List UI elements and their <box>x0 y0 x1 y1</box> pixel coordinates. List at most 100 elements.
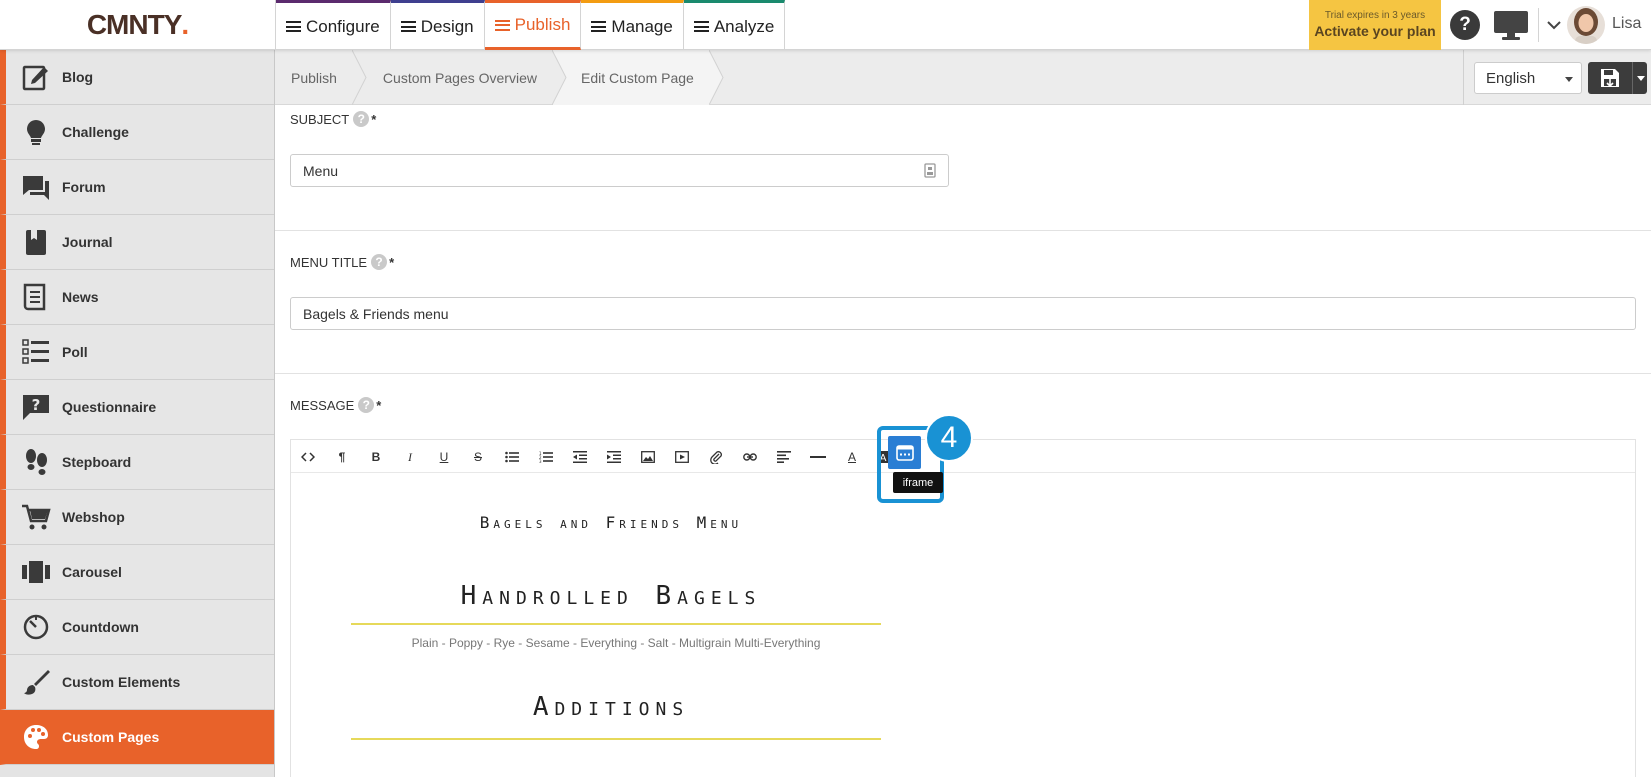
subject-input-value: Menu <box>303 163 339 179</box>
horizontal-rule-icon[interactable] <box>809 448 827 466</box>
logo-dot: . <box>181 9 189 40</box>
caret-down-icon <box>1565 77 1573 82</box>
menu-title-label: MENU TITLE ? * <box>290 254 394 270</box>
sidebar-item-label: Forum <box>62 179 106 195</box>
nav-tab-design[interactable]: Design <box>390 0 485 50</box>
language-select[interactable]: English <box>1474 62 1582 94</box>
sidebar-item-label: Webshop <box>62 509 125 525</box>
breadcrumb-separator <box>551 50 567 105</box>
paragraph-icon[interactable]: ¶ <box>338 450 346 464</box>
nav-tab-analyze[interactable]: Analyze <box>683 0 786 50</box>
sidebar-item-label: Challenge <box>62 124 129 140</box>
outdent-icon[interactable] <box>571 448 589 466</box>
code-view-icon[interactable] <box>299 448 317 466</box>
cart-icon <box>11 490 61 545</box>
video-icon[interactable] <box>673 448 691 466</box>
nav-tab-publish[interactable]: Publish <box>484 0 582 50</box>
breadcrumb-edit-custom-page[interactable]: Edit Custom Page <box>552 50 724 105</box>
breadcrumb-publish[interactable]: Publish <box>275 50 367 105</box>
monitor-icon[interactable] <box>1492 9 1530 41</box>
sidebar-item-label: Questionnaire <box>62 399 157 415</box>
blog-icon <box>11 50 61 105</box>
sidebar-item-label: News <box>62 289 99 305</box>
brush-icon <box>11 655 61 710</box>
required-mark: * <box>371 111 377 127</box>
menu-title-input[interactable]: Bagels & Friends menu <box>290 297 1636 330</box>
menu-title-label-text: MENU TITLE <box>290 254 368 270</box>
required-mark: * <box>389 254 395 270</box>
sidebar-item-label: Blog <box>62 69 94 85</box>
top-bar: CMNTY. Configure Design Publish Manage A… <box>0 0 1651 50</box>
sidebar-item-stepboard[interactable]: Stepboard <box>0 435 274 490</box>
font-color-icon[interactable]: A <box>847 450 856 464</box>
indent-icon[interactable] <box>605 448 623 466</box>
image-icon[interactable] <box>639 448 657 466</box>
menu-items-text: Plain - Poppy - Rye - Sesame - Everythin… <box>411 636 821 650</box>
sidebar-item-label: Poll <box>62 344 88 360</box>
link-icon[interactable] <box>741 448 759 466</box>
help-icon[interactable]: ? <box>371 254 388 270</box>
menu-title-input-value: Bagels & Friends menu <box>303 306 449 322</box>
avatar[interactable] <box>1567 6 1605 44</box>
sidebar-item-questionnaire[interactable]: ? Questionnaire <box>0 380 274 435</box>
menu-icon <box>400 21 416 32</box>
svg-text:A: A <box>880 453 887 463</box>
lightbulb-icon <box>11 105 61 160</box>
menu-title-text: Bagels and Friends Menu <box>479 513 743 532</box>
strikethrough-icon[interactable]: S <box>473 450 482 464</box>
sidebar-item-carousel[interactable]: Carousel <box>0 545 274 600</box>
section-heading: Additions <box>532 692 690 722</box>
nav-tab-label: Analyze <box>713 16 775 36</box>
nav-tab-label: Manage <box>611 16 673 36</box>
logo[interactable]: CMNTY. <box>0 0 275 50</box>
palette-icon <box>11 710 61 765</box>
underline-icon[interactable]: U <box>439 450 449 464</box>
bullet-list-icon[interactable] <box>503 448 521 466</box>
trial-notice: Trial expires in 3 years <box>1324 10 1426 21</box>
attachment-icon[interactable] <box>707 448 725 466</box>
user-name[interactable]: Lisa <box>1612 15 1642 32</box>
breadcrumb-label: Custom Pages Overview <box>382 69 537 86</box>
nav-tab-manage[interactable]: Manage <box>581 0 684 50</box>
divider <box>1538 8 1539 42</box>
sidebar-item-news[interactable]: News <box>0 270 274 325</box>
language-value: English <box>1486 70 1536 87</box>
nav-tab-configure[interactable]: Configure <box>276 0 391 50</box>
sidebar-item-journal[interactable]: Journal <box>0 215 274 270</box>
save-options-dropdown[interactable] <box>1632 62 1647 94</box>
nav-tab-label: Publish <box>514 15 571 34</box>
message-label-text: MESSAGE <box>290 397 355 413</box>
activate-plan-button[interactable]: Trial expires in 3 years Activate your p… <box>1309 0 1441 50</box>
iframe-tooltip: iframe <box>893 472 943 493</box>
save-button[interactable] <box>1588 62 1632 94</box>
sidebar-item-custom-pages[interactable]: Custom Pages <box>0 710 274 765</box>
help-icon[interactable]: ? <box>353 111 370 127</box>
align-left-icon[interactable] <box>775 448 793 466</box>
nav-tab-label: Design <box>420 16 474 36</box>
sidebar-item-blog[interactable]: Blog <box>0 50 274 105</box>
divider <box>1463 50 1464 105</box>
sidebar-item-custom-elements[interactable]: Custom Elements <box>0 655 274 710</box>
italic-icon[interactable]: I <box>408 449 412 464</box>
bold-icon[interactable]: B <box>371 450 381 464</box>
chevron-down-icon[interactable] <box>1545 16 1563 34</box>
journal-icon <box>11 215 61 270</box>
sidebar-item-poll[interactable]: Poll <box>0 325 274 380</box>
help-icon[interactable]: ? <box>1450 10 1480 40</box>
svg-text:1: 1 <box>539 451 542 456</box>
sidebar-item-forum[interactable]: Forum <box>0 160 274 215</box>
menu-icon <box>494 19 510 31</box>
breadcrumb-custom-pages-overview[interactable]: Custom Pages Overview <box>353 50 567 105</box>
sidebar-item-webshop[interactable]: Webshop <box>0 490 274 545</box>
iframe-icon <box>895 444 914 461</box>
sidebar-item-challenge[interactable]: Challenge <box>0 105 274 160</box>
sidebar-item-label: Custom Pages <box>62 729 160 745</box>
breadcrumb-bar: Publish Custom Pages Overview Edit Custo… <box>275 50 1651 105</box>
poll-icon <box>11 325 61 380</box>
help-icon[interactable]: ? <box>358 397 375 413</box>
sidebar-item-countdown[interactable]: Countdown <box>0 600 274 655</box>
iframe-button[interactable] <box>888 436 921 469</box>
subject-input[interactable]: Menu <box>290 154 949 187</box>
